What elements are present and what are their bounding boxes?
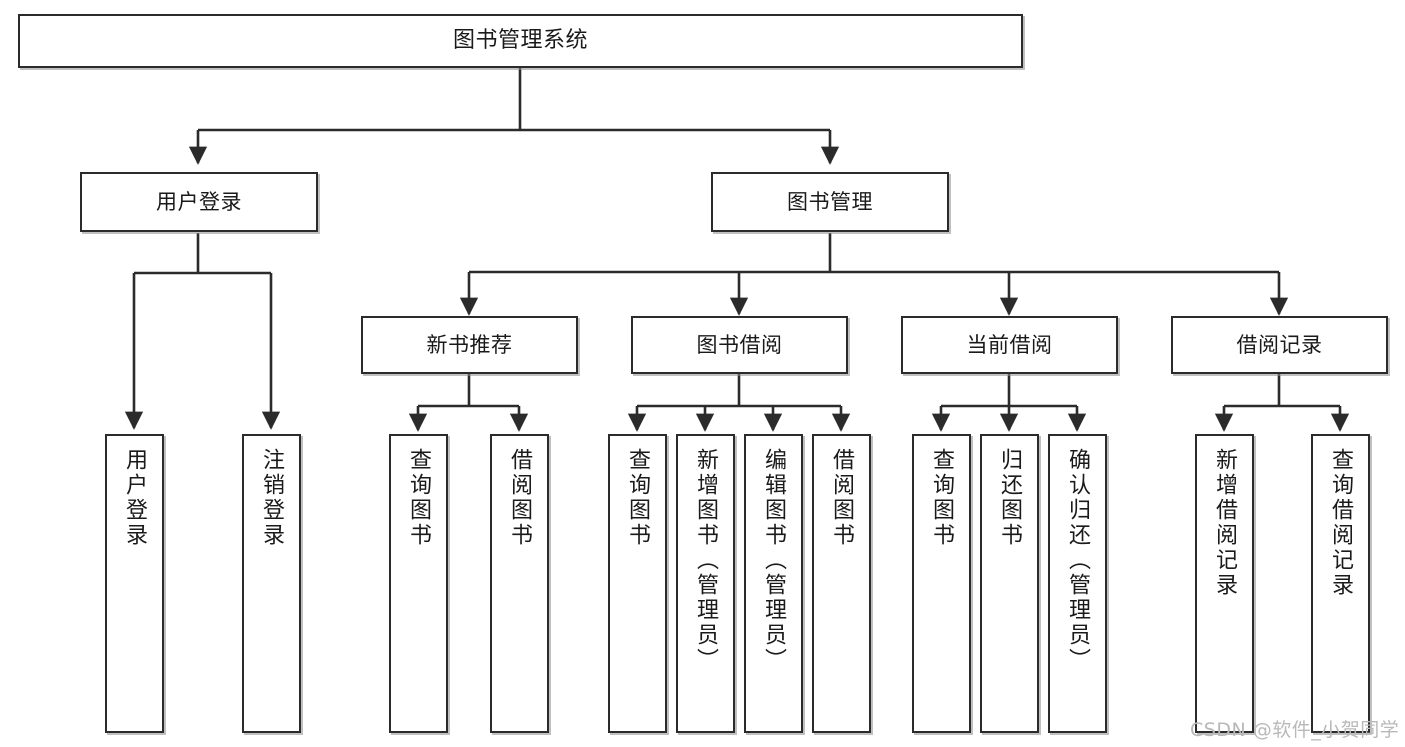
leaf-query-borrow-record[interactable]: 查询借阅记录	[1311, 434, 1370, 733]
leaf-confirm-return[interactable]: 确认归还（管理员）	[1048, 434, 1107, 733]
node-label: 新增图书（管理员）	[693, 448, 719, 673]
node-label: 归还图书	[997, 448, 1023, 548]
node-book-borrow[interactable]: 图书借阅	[631, 316, 848, 374]
node-label: 用户登录	[156, 189, 242, 214]
leaf-borrow-book-2[interactable]: 借阅图书	[812, 434, 871, 733]
leaf-add-book[interactable]: 新增图书（管理员）	[676, 434, 735, 733]
node-label: 查询借阅记录	[1328, 448, 1354, 598]
leaf-return-book[interactable]: 归还图书	[980, 434, 1039, 733]
node-label: 借阅图书	[507, 448, 533, 548]
node-label: 注销登录	[259, 448, 285, 548]
node-label: 查询图书	[929, 448, 955, 548]
node-label: 图书管理	[787, 189, 873, 214]
node-label: 当前借阅	[966, 332, 1053, 357]
node-label: 图书借阅	[696, 332, 783, 357]
node-root-system[interactable]: 图书管理系统	[18, 14, 1023, 68]
node-label: 确认归还（管理员）	[1065, 448, 1091, 673]
node-label: 查询图书	[406, 448, 432, 548]
node-label: 借阅记录	[1236, 332, 1323, 357]
node-current-borrow[interactable]: 当前借阅	[901, 316, 1118, 374]
node-user-login[interactable]: 用户登录	[80, 172, 318, 232]
node-label: 编辑图书（管理员）	[761, 448, 787, 673]
node-label: 新书推荐	[426, 332, 513, 357]
node-label: 图书管理系统	[452, 27, 588, 53]
leaf-add-borrow-record[interactable]: 新增借阅记录	[1195, 434, 1254, 733]
leaf-user-login[interactable]: 用户登录	[105, 434, 164, 733]
leaf-logout-login[interactable]: 注销登录	[242, 434, 301, 733]
node-book-management[interactable]: 图书管理	[711, 172, 949, 232]
leaf-query-book-3[interactable]: 查询图书	[912, 434, 971, 733]
leaf-query-book-1[interactable]: 查询图书	[389, 434, 448, 733]
node-new-book-recommend[interactable]: 新书推荐	[361, 316, 578, 374]
node-label: 查询图书	[625, 448, 651, 548]
node-borrow-record[interactable]: 借阅记录	[1171, 316, 1388, 374]
leaf-edit-book[interactable]: 编辑图书（管理员）	[744, 434, 803, 733]
node-label: 借阅图书	[829, 448, 855, 548]
node-label: 用户登录	[122, 448, 148, 548]
leaf-query-book-2[interactable]: 查询图书	[608, 434, 667, 733]
leaf-borrow-book-1[interactable]: 借阅图书	[490, 434, 549, 733]
node-label: 新增借阅记录	[1212, 448, 1238, 598]
